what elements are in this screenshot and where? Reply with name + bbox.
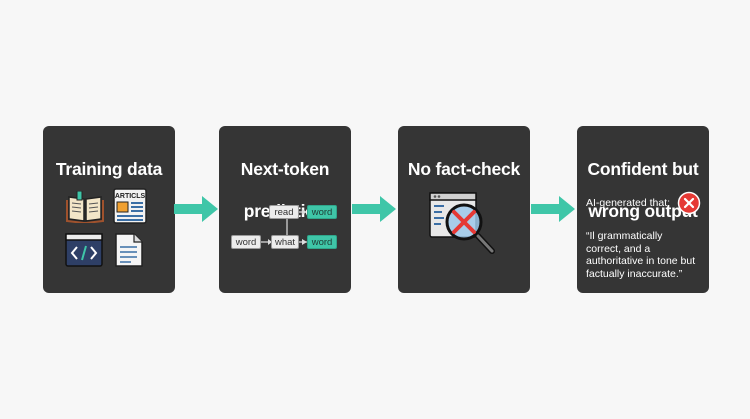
token-what: what [271, 235, 299, 249]
quote-line: authoritative in tone but [586, 255, 696, 267]
card-title: Confident but wrong output [577, 138, 709, 243]
error-x-icon [677, 191, 701, 215]
quote-line: factually inaccurate.” [586, 267, 683, 280]
token-word-predicted-bottom: word [307, 235, 337, 249]
flow-arrow-2 [352, 196, 396, 222]
output-quote: “Il grammatically correct, and a authori… [586, 230, 706, 280]
book-icon [66, 191, 104, 223]
title-line: Training data [55, 159, 163, 179]
output-label: AI-generated that: [586, 197, 671, 209]
card-title: No fact-check [398, 138, 530, 201]
card-training-data: Training data ARTICLS [43, 126, 175, 293]
title-line: No fact-check [407, 159, 521, 179]
title-line: Next-token [240, 159, 330, 179]
title-line: Confident but [587, 159, 699, 179]
card-next-token-prediction: Next-token prediction read word word wha… [219, 126, 351, 293]
newspaper-icon: ARTICLS [113, 188, 147, 224]
flow-arrow-3 [531, 196, 575, 222]
token-word-predicted-top: word [307, 205, 337, 219]
quote-line: “Il grammatically [586, 230, 663, 242]
quote-line: correct, and a [586, 242, 651, 255]
code-window-icon [65, 233, 103, 267]
token-read: read [269, 205, 299, 219]
document-icon [115, 233, 143, 267]
flow-arrow-1 [174, 196, 218, 222]
magnifier-browser-cross-icon [429, 192, 495, 254]
card-no-fact-check: No fact-check [398, 126, 530, 293]
newspaper-header-text: ARTICLS [115, 193, 146, 200]
token-word-input: word [231, 235, 261, 249]
card-confident-wrong-output: Confident but wrong output AI-generated … [577, 126, 709, 293]
card-title: Training data [43, 138, 175, 201]
